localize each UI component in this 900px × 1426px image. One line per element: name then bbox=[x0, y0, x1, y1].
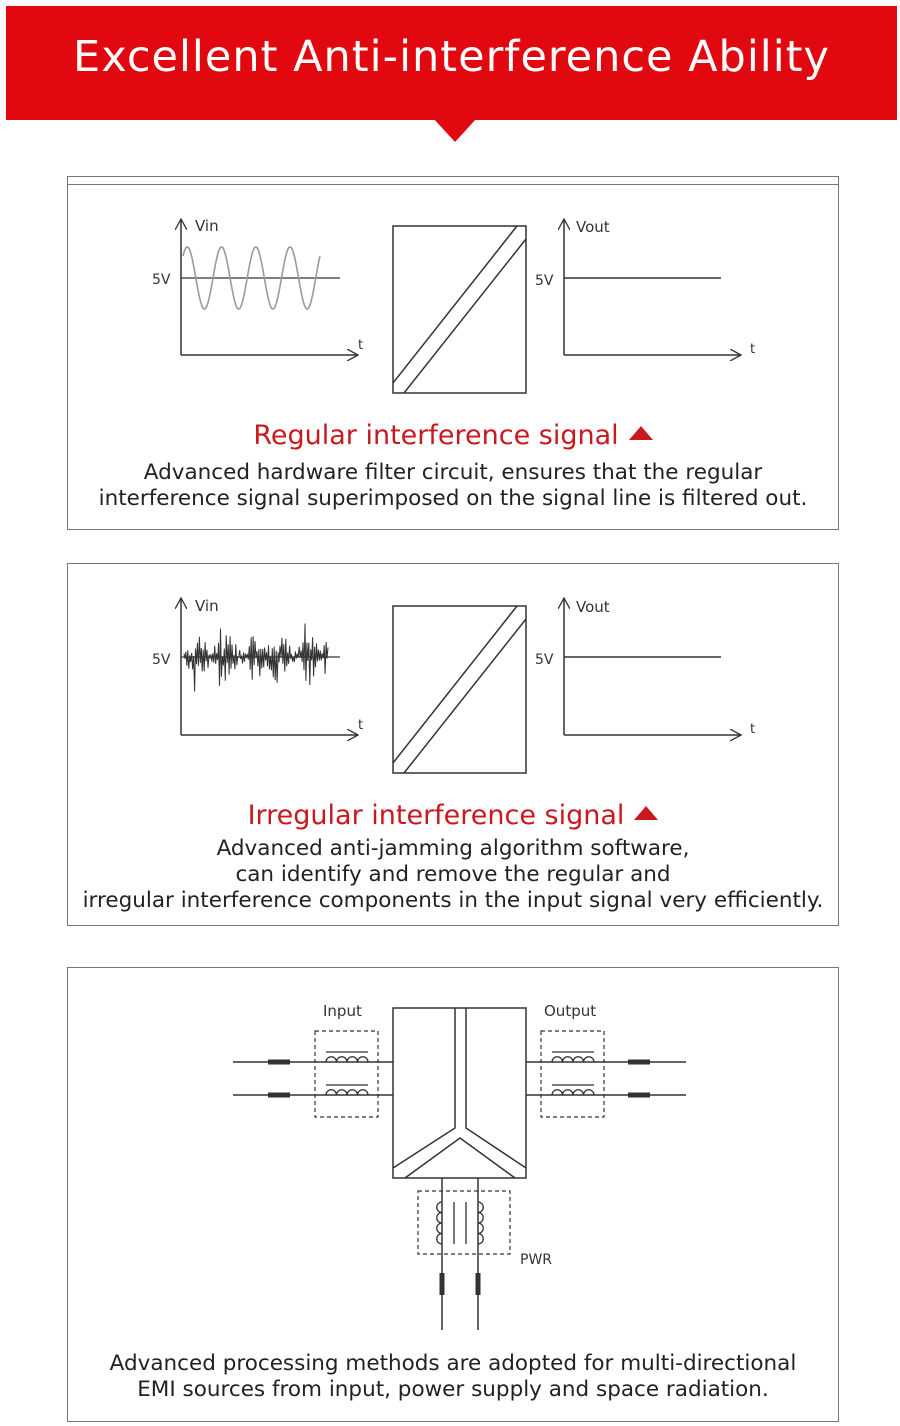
time-label: t bbox=[358, 338, 363, 353]
irregular-signal-diagram: Vin 5V t Vout 5V t bbox=[152, 597, 755, 774]
input-lines bbox=[233, 1059, 393, 1098]
page-title: Excellent Anti-interference Ability bbox=[73, 32, 830, 82]
vout-label: Vout bbox=[576, 598, 610, 616]
output-graph: Vout 5V t bbox=[535, 598, 755, 737]
regular-description-line: Advanced hardware filter circuit, ensure… bbox=[143, 460, 763, 485]
time-label-out: t bbox=[750, 722, 755, 737]
emi-description-line: EMI sources from input, power supply and… bbox=[137, 1377, 769, 1402]
regular-interference-panel: Vin 5V t Vout 5V t Regular interference … bbox=[67, 176, 839, 530]
isolator-block bbox=[392, 1007, 527, 1179]
input-filter-box bbox=[314, 1030, 379, 1118]
power-lines bbox=[439, 1178, 481, 1330]
power-inductor bbox=[477, 1201, 484, 1245]
up-triangle-icon bbox=[628, 426, 653, 440]
irregular-interference-panel: Vin 5V t Vout 5V t Irregular interferenc… bbox=[67, 563, 839, 926]
noise-interference-wave bbox=[183, 623, 329, 692]
sine-interference-wave bbox=[182, 246, 321, 310]
irregular-description-line: irregular interference components in the… bbox=[82, 888, 824, 913]
irregular-description-line: Advanced anti-jamming algorithm software… bbox=[216, 836, 690, 861]
regular-heading: Regular interference signal bbox=[68, 420, 838, 451]
irregular-heading: Irregular interference signal bbox=[68, 800, 838, 831]
emi-description-line: Advanced processing methods are adopted … bbox=[109, 1351, 797, 1376]
emi-filter-diagram: Input Output PWR bbox=[233, 1002, 686, 1330]
time-label-out: t bbox=[750, 342, 755, 357]
header-banner: Excellent Anti-interference Ability bbox=[6, 6, 897, 120]
input-label: Input bbox=[323, 1002, 362, 1020]
level-label: 5V bbox=[152, 652, 171, 668]
vin-label: Vin bbox=[195, 597, 219, 615]
input-inductor bbox=[325, 1089, 369, 1096]
output-label: Output bbox=[544, 1002, 596, 1020]
power-filter-box bbox=[417, 1190, 511, 1255]
output-inductor bbox=[551, 1056, 595, 1063]
irregular-heading-text: Irregular interference signal bbox=[247, 800, 625, 831]
banner-pointer bbox=[433, 118, 477, 142]
regular-heading-text: Regular interference signal bbox=[253, 420, 619, 451]
regular-signal-diagram: Vin 5V t Vout 5V t bbox=[152, 217, 755, 394]
power-inductor bbox=[436, 1201, 443, 1245]
regular-description-line: interference signal superimposed on the … bbox=[98, 486, 808, 511]
input-graph: Vin 5V t bbox=[152, 597, 363, 735]
emi-description: Advanced processing methods are adopted … bbox=[68, 1351, 838, 1403]
up-triangle-icon bbox=[634, 806, 659, 820]
output-filter-box bbox=[540, 1030, 605, 1118]
emi-isolation-panel: Input Output PWR Advanced processing met… bbox=[67, 967, 839, 1422]
irregular-description-line: can identify and remove the regular and bbox=[235, 862, 671, 887]
output-graph: Vout 5V t bbox=[535, 218, 755, 357]
time-label: t bbox=[358, 718, 363, 733]
input-inductor bbox=[325, 1056, 369, 1063]
level-label-out: 5V bbox=[535, 273, 554, 289]
level-label: 5V bbox=[152, 272, 171, 288]
isolator-block bbox=[392, 605, 527, 774]
output-inductor bbox=[551, 1089, 595, 1096]
regular-description: Advanced hardware filter circuit, ensure… bbox=[68, 460, 838, 512]
vin-label: Vin bbox=[195, 217, 219, 235]
power-label: PWR bbox=[520, 1252, 552, 1268]
output-lines bbox=[526, 1059, 686, 1098]
level-label-out: 5V bbox=[535, 652, 554, 668]
isolator-block bbox=[392, 225, 527, 394]
vout-label: Vout bbox=[576, 218, 610, 236]
input-graph: Vin 5V t bbox=[152, 217, 363, 355]
irregular-description: Advanced anti-jamming algorithm software… bbox=[68, 836, 838, 914]
